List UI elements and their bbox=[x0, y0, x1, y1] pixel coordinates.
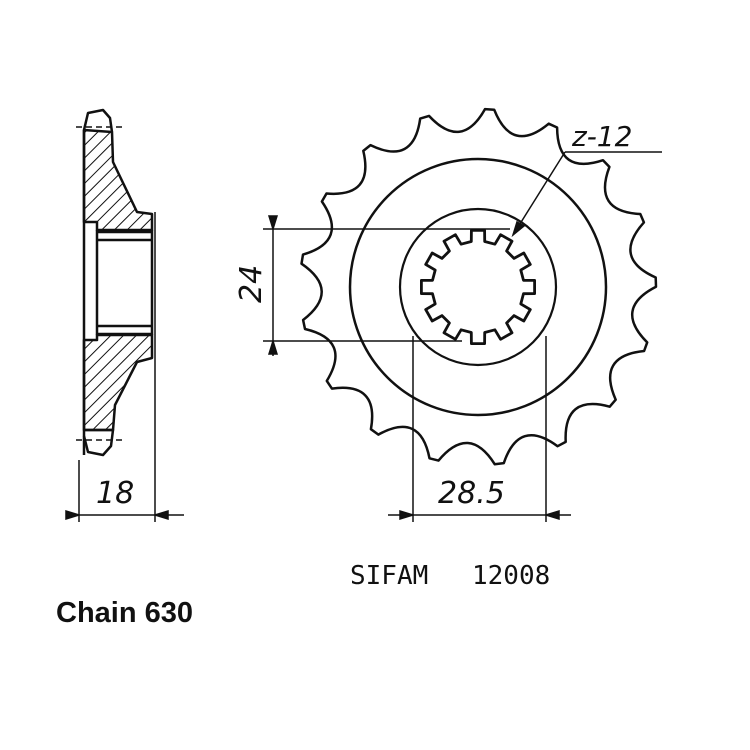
sprocket-tooth-profile bbox=[300, 107, 658, 466]
side-bottom-tooth bbox=[82, 428, 115, 457]
chain-label: Chain 630 bbox=[56, 597, 193, 629]
tooth-count-label: z-12 bbox=[571, 120, 632, 153]
side-top-tooth bbox=[82, 108, 114, 133]
bore-height-label: 24 bbox=[234, 265, 269, 303]
tooth-count-leader bbox=[511, 151, 662, 238]
bore-height-dimension bbox=[263, 215, 510, 356]
side-lower-web bbox=[82, 333, 154, 432]
side-width-label: 18 bbox=[96, 476, 134, 511]
side-upper-web bbox=[82, 128, 154, 232]
brand-label: SIFAM bbox=[350, 561, 428, 591]
hub-circle bbox=[398, 207, 558, 367]
side-hub-bore bbox=[95, 230, 154, 336]
spline-bore-profile bbox=[420, 229, 536, 345]
part-number-label: 12008 bbox=[472, 561, 550, 591]
side-section-view bbox=[76, 108, 156, 522]
pitch-circle bbox=[348, 157, 608, 417]
spline-width-dimension bbox=[388, 336, 571, 522]
side-width-dimension bbox=[65, 509, 184, 521]
spline-width-label: 28.5 bbox=[438, 476, 505, 511]
sprocket-front-view bbox=[300, 107, 658, 466]
